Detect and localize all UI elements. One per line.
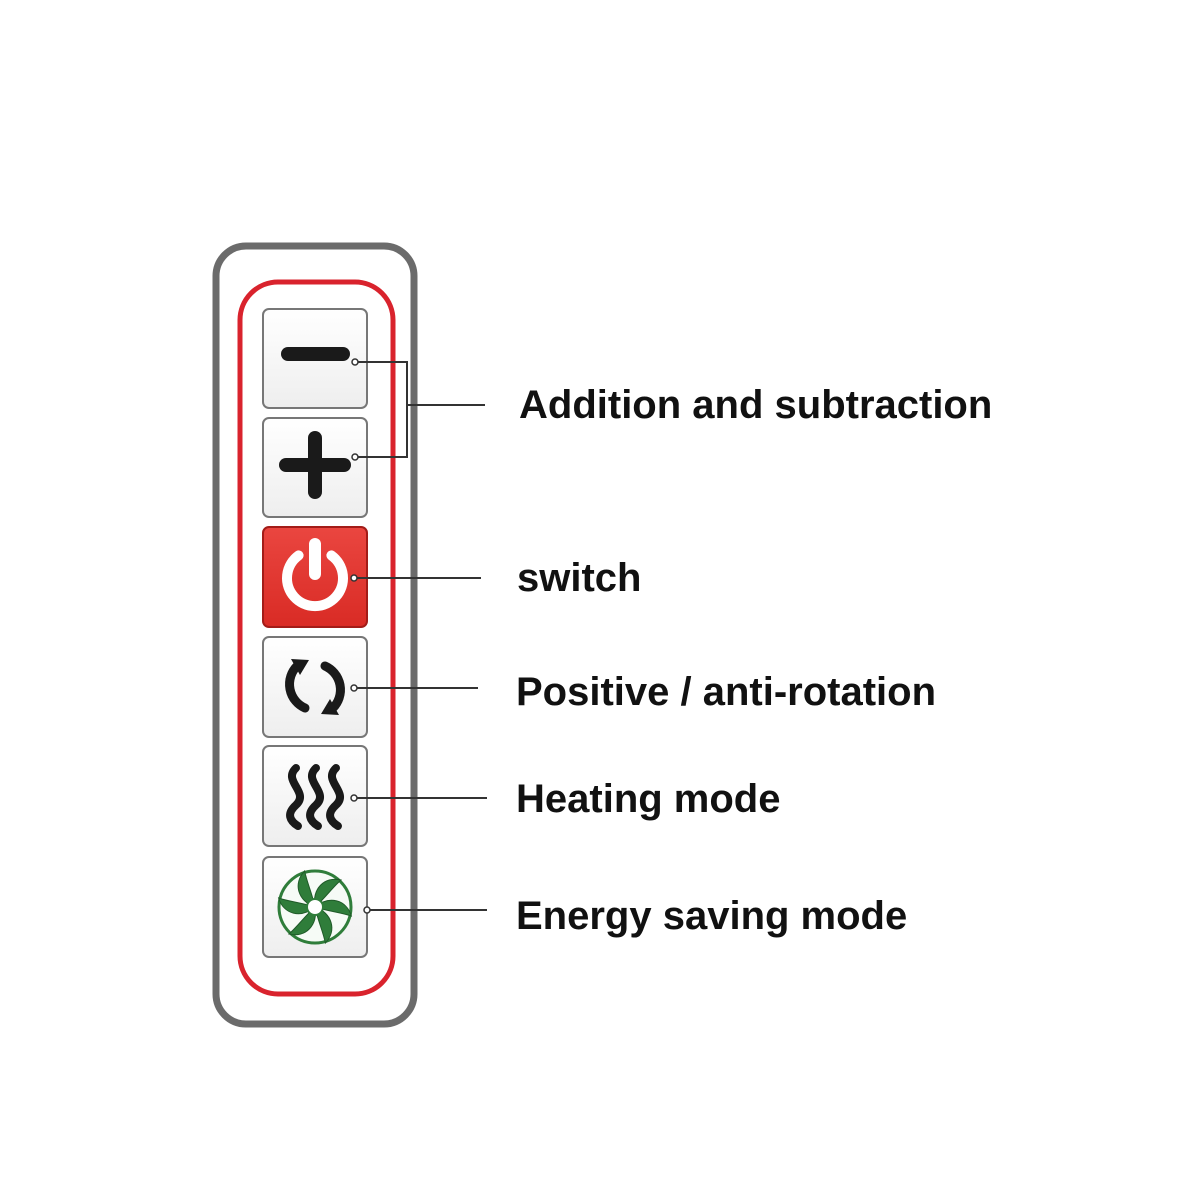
- plus-button[interactable]: [262, 417, 368, 518]
- rotation-button[interactable]: [262, 636, 368, 738]
- label-addition-subtraction: Addition and subtraction: [519, 383, 993, 427]
- label-switch: switch: [517, 556, 642, 600]
- leader-lines: [354, 361, 487, 911]
- leader-dots: [350, 358, 371, 914]
- minus-icon: [281, 347, 350, 361]
- rotation-arrows-icon: [285, 659, 345, 715]
- leader-line-add-sub: [355, 361, 408, 458]
- heating-button[interactable]: [262, 745, 368, 847]
- minus-button[interactable]: [262, 308, 368, 409]
- label-heating-mode: Heating mode: [516, 777, 781, 821]
- label-rotation: Positive / anti-rotation: [516, 670, 937, 714]
- fan-icon: [277, 869, 353, 945]
- energy-saving-button[interactable]: [262, 856, 368, 958]
- heat-waves-icon: [286, 764, 344, 830]
- label-energy-saving-mode: Energy saving mode: [516, 894, 908, 938]
- power-icon: [282, 538, 348, 612]
- inner-red-outline: [237, 279, 396, 997]
- power-button[interactable]: [262, 526, 368, 628]
- plus-icon: [279, 431, 351, 499]
